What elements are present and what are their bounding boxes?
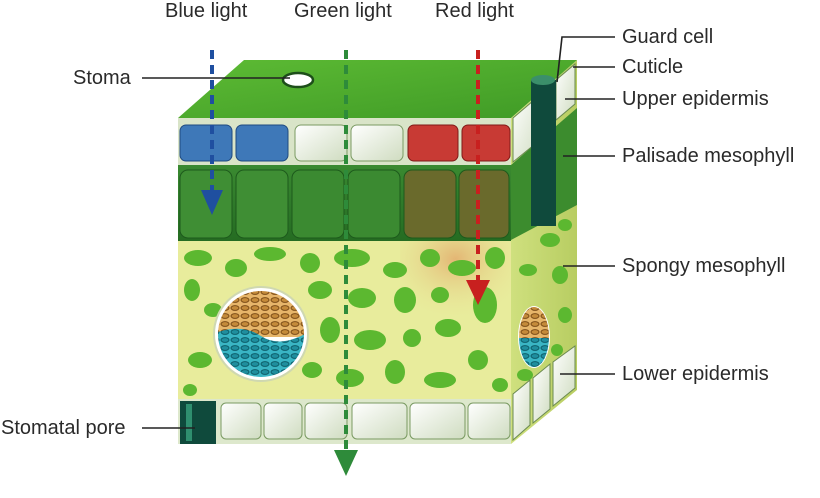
cell-magnification-circle [213,286,309,382]
palisade-cells [179,169,510,239]
side-spongy-blobs [517,219,572,381]
blue-light-ray [201,50,223,215]
palisade-mesophyll-label: Palisade mesophyll [622,145,795,167]
upper-epidermis-cells [179,124,511,162]
spongy-mesophyll-label: Spongy mesophyll [622,255,786,277]
guard-cell-label: Guard cell [622,26,714,48]
red-light-label: Red light [435,0,514,22]
stomatal-pore-guard-cells [180,401,216,444]
lower-epidermis-cells [220,402,511,440]
blue-light-label: Blue light [165,0,248,22]
red-light-ray [466,50,490,305]
upper-epidermis-label: Upper epidermis [622,88,769,110]
lower-epidermis-label: Lower epidermis [622,363,769,385]
stoma-label: Stoma [73,67,131,89]
stoma-opening [281,71,315,89]
side-lower-epidermis [512,345,576,442]
top-surface [178,60,577,118]
stomatal-pore-label: Stomatal pore [1,417,126,439]
green-light-label: Green light [294,0,392,22]
callout-leader-lines [142,36,615,429]
cuticle-label: Cuticle [622,56,684,78]
green-light-ray [334,50,358,476]
guard-cell [531,75,556,226]
